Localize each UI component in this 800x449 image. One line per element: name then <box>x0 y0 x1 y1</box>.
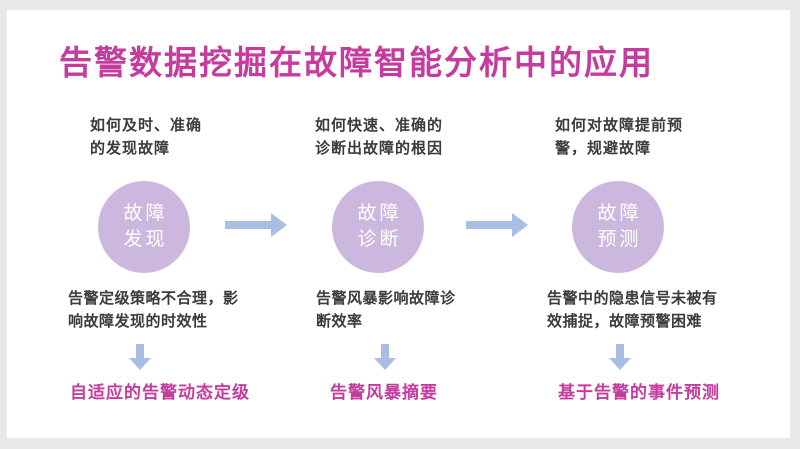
slide-title: 告警数据挖掘在故障智能分析中的应用 <box>59 44 654 81</box>
problem-fault-discovery: 告警定级策略不合理，影 响故障发现的时效性 <box>68 290 239 330</box>
question-fault-prediction: 如何对故障提前预 警，规避故障 <box>555 117 684 157</box>
arrow-head <box>512 213 528 237</box>
down-arrow-icon <box>374 344 396 370</box>
arrow-shaft <box>225 221 271 229</box>
arrow-shaft <box>616 344 624 358</box>
solution-fault-discovery: 自适应的告警动态定级 <box>70 383 250 402</box>
arrow-shaft <box>466 221 512 229</box>
problem-fault-prediction: 告警中的隐患信号未被有 效捕捉，故障预警困难 <box>547 290 718 330</box>
question-fault-discovery: 如何及时、准确 的发现故障 <box>90 117 203 157</box>
arrow-shaft <box>136 344 144 358</box>
question-fault-diagnosis: 如何快速、准确的 诊断出故障的根因 <box>315 117 444 157</box>
slide: 告警数据挖掘在故障智能分析中的应用 如何及时、准确 的发现故障 故障 发现 告警… <box>7 10 790 438</box>
solution-fault-prediction: 基于告警的事件预测 <box>558 383 720 402</box>
arrow-shaft <box>381 344 389 358</box>
stage-circle-fault-diagnosis: 故障 诊断 <box>332 181 424 273</box>
arrow-head <box>271 213 287 237</box>
stage-label-fault-diagnosis: 故障 诊断 <box>357 203 402 250</box>
arrow-head <box>129 358 151 370</box>
stage-circle-fault-prediction: 故障 预测 <box>572 181 664 273</box>
stage-label-fault-discovery: 故障 发现 <box>123 203 168 250</box>
stage-circle-fault-discovery: 故障 发现 <box>98 181 190 273</box>
arrow-head <box>374 358 396 370</box>
problem-fault-diagnosis: 告警风暴影响故障诊 断效率 <box>316 290 456 330</box>
right-arrow-icon <box>225 213 287 237</box>
down-arrow-icon <box>609 344 631 370</box>
solution-fault-diagnosis: 告警风暴摘要 <box>330 383 438 402</box>
right-arrow-icon <box>466 213 528 237</box>
arrow-head <box>609 358 631 370</box>
stage-label-fault-prediction: 故障 预测 <box>597 203 642 250</box>
down-arrow-icon <box>129 344 151 370</box>
